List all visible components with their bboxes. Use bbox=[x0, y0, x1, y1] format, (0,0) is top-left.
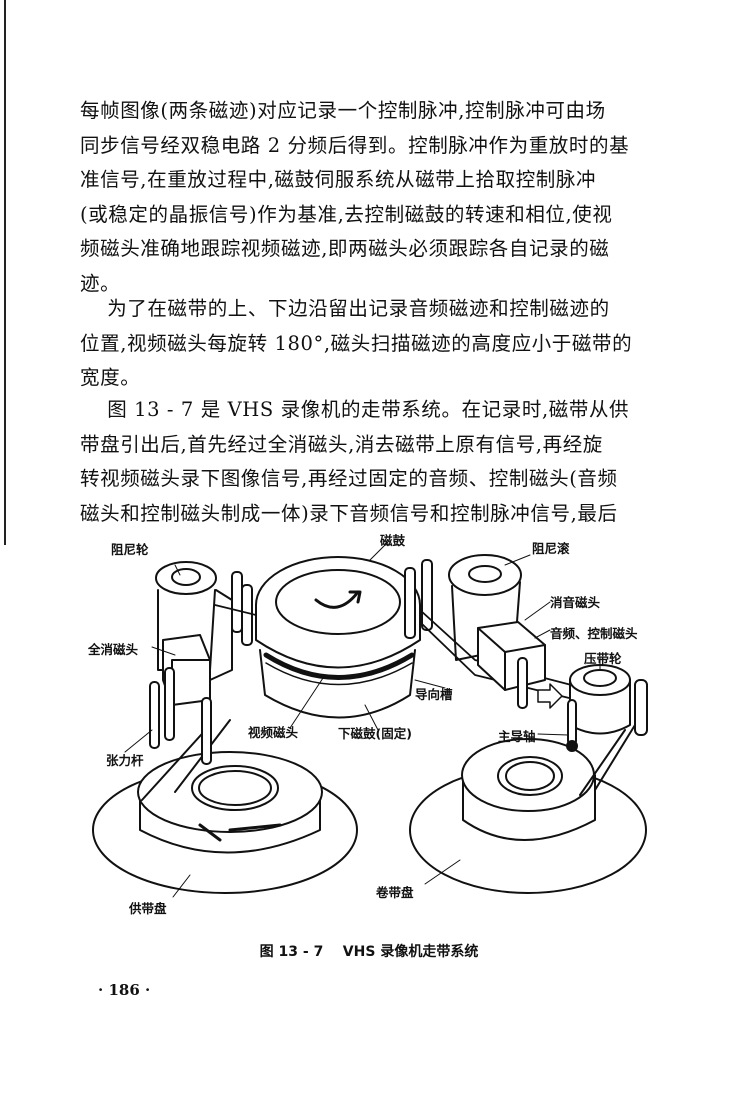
label-lower-drum: 下磁鼓(固定) bbox=[338, 726, 412, 741]
text-line: 位置,视频磁头每旋转 180°,磁头扫描磁迹的高度应小于磁带的 bbox=[80, 331, 633, 355]
label-pinch-roller: 压带轮 bbox=[584, 651, 622, 666]
text-line: 磁头和控制磁头制成一体)录下音频信号和控制脉冲信号,最后 bbox=[80, 501, 618, 525]
supply-reel-top bbox=[137, 751, 323, 833]
label-damping-roller: 阻尼滚 bbox=[532, 541, 570, 556]
text-line: 宽度。 bbox=[80, 366, 141, 389]
label-audio-control-head: 音频、控制磁头 bbox=[550, 626, 638, 641]
paragraph-1: 每帧图像(两条磁迹)对应记录一个控制脉冲,控制脉冲可由场 同步信号经双稳电路 2… bbox=[80, 94, 662, 301]
text-line: 为了在磁带的上、下边沿留出记录音频磁迹和控制磁迹的 bbox=[80, 297, 610, 320]
paragraph-2: 为了在磁带的上、下边沿留出记录音频磁迹和控制磁迹的 位置,视频磁头每旋转 180… bbox=[80, 292, 662, 396]
label-takeup-reel: 卷带盘 bbox=[376, 885, 414, 900]
text-line: (或稳定的晶振信号)作为基准,去控制磁鼓的转速和相位,使视 bbox=[80, 202, 613, 226]
label-guide-groove: 导向槽 bbox=[415, 687, 453, 702]
label-full-erase-head: 全消磁头 bbox=[88, 642, 139, 657]
audio-control-head bbox=[477, 621, 546, 691]
text-line: 迹。 bbox=[80, 271, 121, 295]
text-line: 图 13 - 7 是 VHS 录像机的走带系统。在记录时,磁带从供 bbox=[80, 398, 630, 421]
text-line: 带盘引出后,首先经过全消磁头,消去磁带上原有信号,再经旋 bbox=[80, 432, 603, 456]
text-line: 每帧图像(两条磁迹)对应记录一个控制脉冲,控制脉冲可由场 bbox=[80, 99, 606, 122]
paragraph-3: 图 13 - 7 是 VHS 录像机的走带系统。在记录时,磁带从供 带盘引出后,… bbox=[80, 393, 662, 531]
tape-transport-illustration bbox=[92, 541, 648, 898]
label-damping-wheel: 阻尼轮 bbox=[111, 542, 149, 557]
text-line: 准信号,在重放过程中,磁鼓伺服系统从磁带上拾取控制脉冲 bbox=[80, 168, 597, 191]
text-line: 同步信号经双稳电路 2 分频后得到。控制脉冲作为重放时的基 bbox=[80, 133, 630, 157]
label-video-head: 视频磁头 bbox=[248, 725, 299, 740]
label-drum: 磁鼓 bbox=[380, 533, 406, 548]
label-tension-arm: 张力杆 bbox=[106, 753, 144, 768]
vhs-tape-transport-figure: 阻尼轮 磁鼓 阻尼滚 消音磁头 全消磁头 音频、控制磁头 压带轮 导向槽 视频磁… bbox=[80, 530, 660, 925]
label-erase-audio-head: 消音磁头 bbox=[550, 595, 601, 610]
page-binding-edge bbox=[4, 0, 6, 545]
text-line: 频磁头准确地跟踪视频磁迹,即两磁头必须跟踪各自记录的磁 bbox=[80, 237, 610, 260]
damping-roller bbox=[448, 554, 522, 596]
damping-wheel bbox=[155, 561, 217, 595]
label-supply-reel: 供带盘 bbox=[129, 901, 167, 916]
page-number: · 186 · bbox=[98, 981, 151, 999]
text-line: 转视频磁头录下图像信号,再经过固定的音频、控制磁头(音频 bbox=[80, 467, 618, 490]
capstan bbox=[567, 699, 577, 746]
label-capstan: 主导轴 bbox=[498, 729, 536, 744]
figure-caption: 图 13 - 7 VHS 录像机走带系统 bbox=[259, 944, 479, 960]
